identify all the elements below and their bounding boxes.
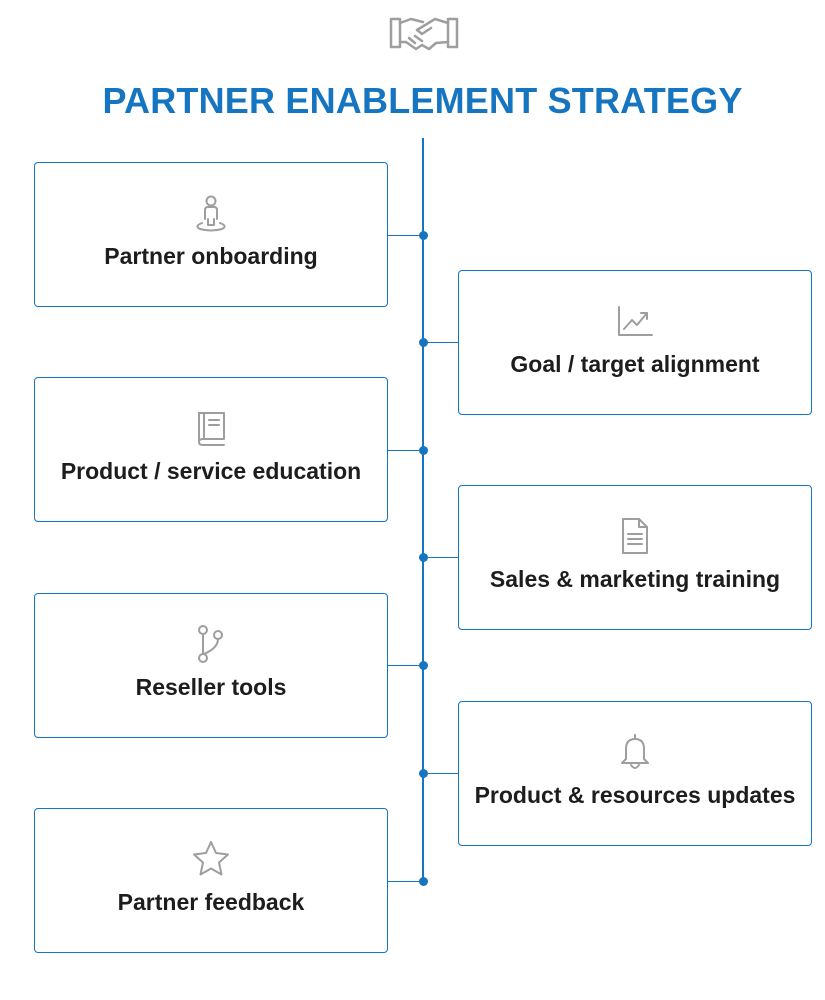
trend-chart-icon — [459, 301, 811, 341]
bell-icon — [459, 732, 811, 772]
timeline-dot — [419, 769, 428, 778]
connector — [423, 342, 459, 343]
step-card-sales-training: Sales & marketing training — [458, 485, 812, 630]
star-icon — [35, 839, 387, 879]
connector — [423, 557, 459, 558]
page-title: PARTNER ENABLEMENT STRATEGY — [102, 80, 743, 121]
step-label: Product & resources updates — [474, 782, 796, 808]
connector — [388, 450, 424, 451]
step-label: Sales & marketing training — [489, 566, 781, 592]
timeline-dot — [419, 877, 428, 886]
step-label: Goal / target alignment — [510, 351, 760, 377]
step-card-product-updates: Product & resources updates — [458, 701, 812, 846]
timeline-dot — [419, 661, 428, 670]
step-card-partner-onboarding: Partner onboarding — [34, 162, 388, 307]
step-card-reseller-tools: Reseller tools — [34, 593, 388, 738]
step-label: Product / service education — [60, 458, 362, 484]
document-icon — [459, 516, 811, 556]
person-location-icon — [35, 193, 387, 233]
step-label: Reseller tools — [135, 674, 287, 700]
step-card-product-education: Product / service education — [34, 377, 388, 522]
book-icon — [35, 408, 387, 448]
connector — [388, 235, 424, 236]
timeline-line — [422, 138, 424, 883]
connector — [388, 881, 424, 882]
branch-icon — [35, 624, 387, 664]
step-card-partner-feedback: Partner feedback — [34, 808, 388, 953]
step-card-goal-alignment: Goal / target alignment — [458, 270, 812, 415]
timeline-dot — [419, 553, 428, 562]
connector — [423, 773, 459, 774]
connector — [388, 665, 424, 666]
step-label: Partner onboarding — [104, 243, 318, 269]
timeline-dot — [419, 338, 428, 347]
handshake-icon — [389, 14, 459, 52]
step-label: Partner feedback — [117, 889, 305, 915]
timeline-dot — [419, 446, 428, 455]
timeline-dot — [419, 231, 428, 240]
